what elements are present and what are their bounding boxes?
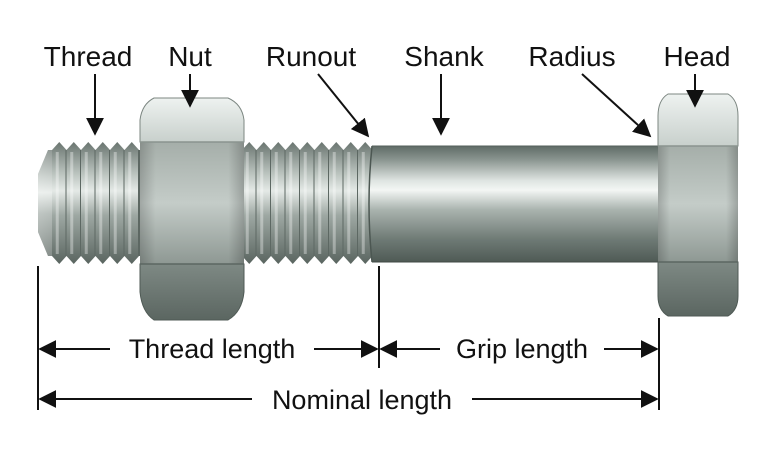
thread-crest	[285, 142, 300, 264]
label-radius: Radius	[528, 41, 615, 72]
dimension-thread-length: Thread length	[129, 334, 296, 364]
left-thread-crests	[52, 142, 140, 264]
bolt-head	[657, 93, 739, 317]
mid-thread-crests	[242, 142, 374, 264]
label-thread: Thread	[44, 41, 133, 72]
thread-crest	[95, 142, 110, 264]
arrow-runout	[317, 73, 370, 138]
thread-crest	[314, 142, 329, 264]
thread-crest	[66, 142, 81, 264]
thread-crest	[110, 142, 125, 264]
thread-crest	[242, 142, 257, 264]
thread-crest	[52, 142, 67, 264]
label-nut: Nut	[168, 41, 212, 72]
nut	[139, 97, 245, 321]
thread-crest	[343, 142, 358, 264]
label-shank: Shank	[404, 41, 484, 72]
thread-crest	[329, 142, 344, 264]
mid-thread	[242, 142, 378, 264]
thread-crest	[300, 142, 315, 264]
thread-crest	[256, 142, 271, 264]
label-head: Head	[664, 41, 731, 72]
thread-crest	[124, 142, 139, 264]
arrow-radius	[581, 73, 652, 138]
dimension-grip-length: Grip length	[456, 334, 588, 364]
thread-crest	[271, 142, 286, 264]
thread-crest	[358, 142, 373, 264]
label-runout: Runout	[266, 41, 357, 72]
thread-crest	[81, 142, 96, 264]
dimension-nominal-length: Nominal length	[272, 385, 452, 415]
left-thread	[38, 142, 140, 264]
shank	[368, 145, 658, 263]
